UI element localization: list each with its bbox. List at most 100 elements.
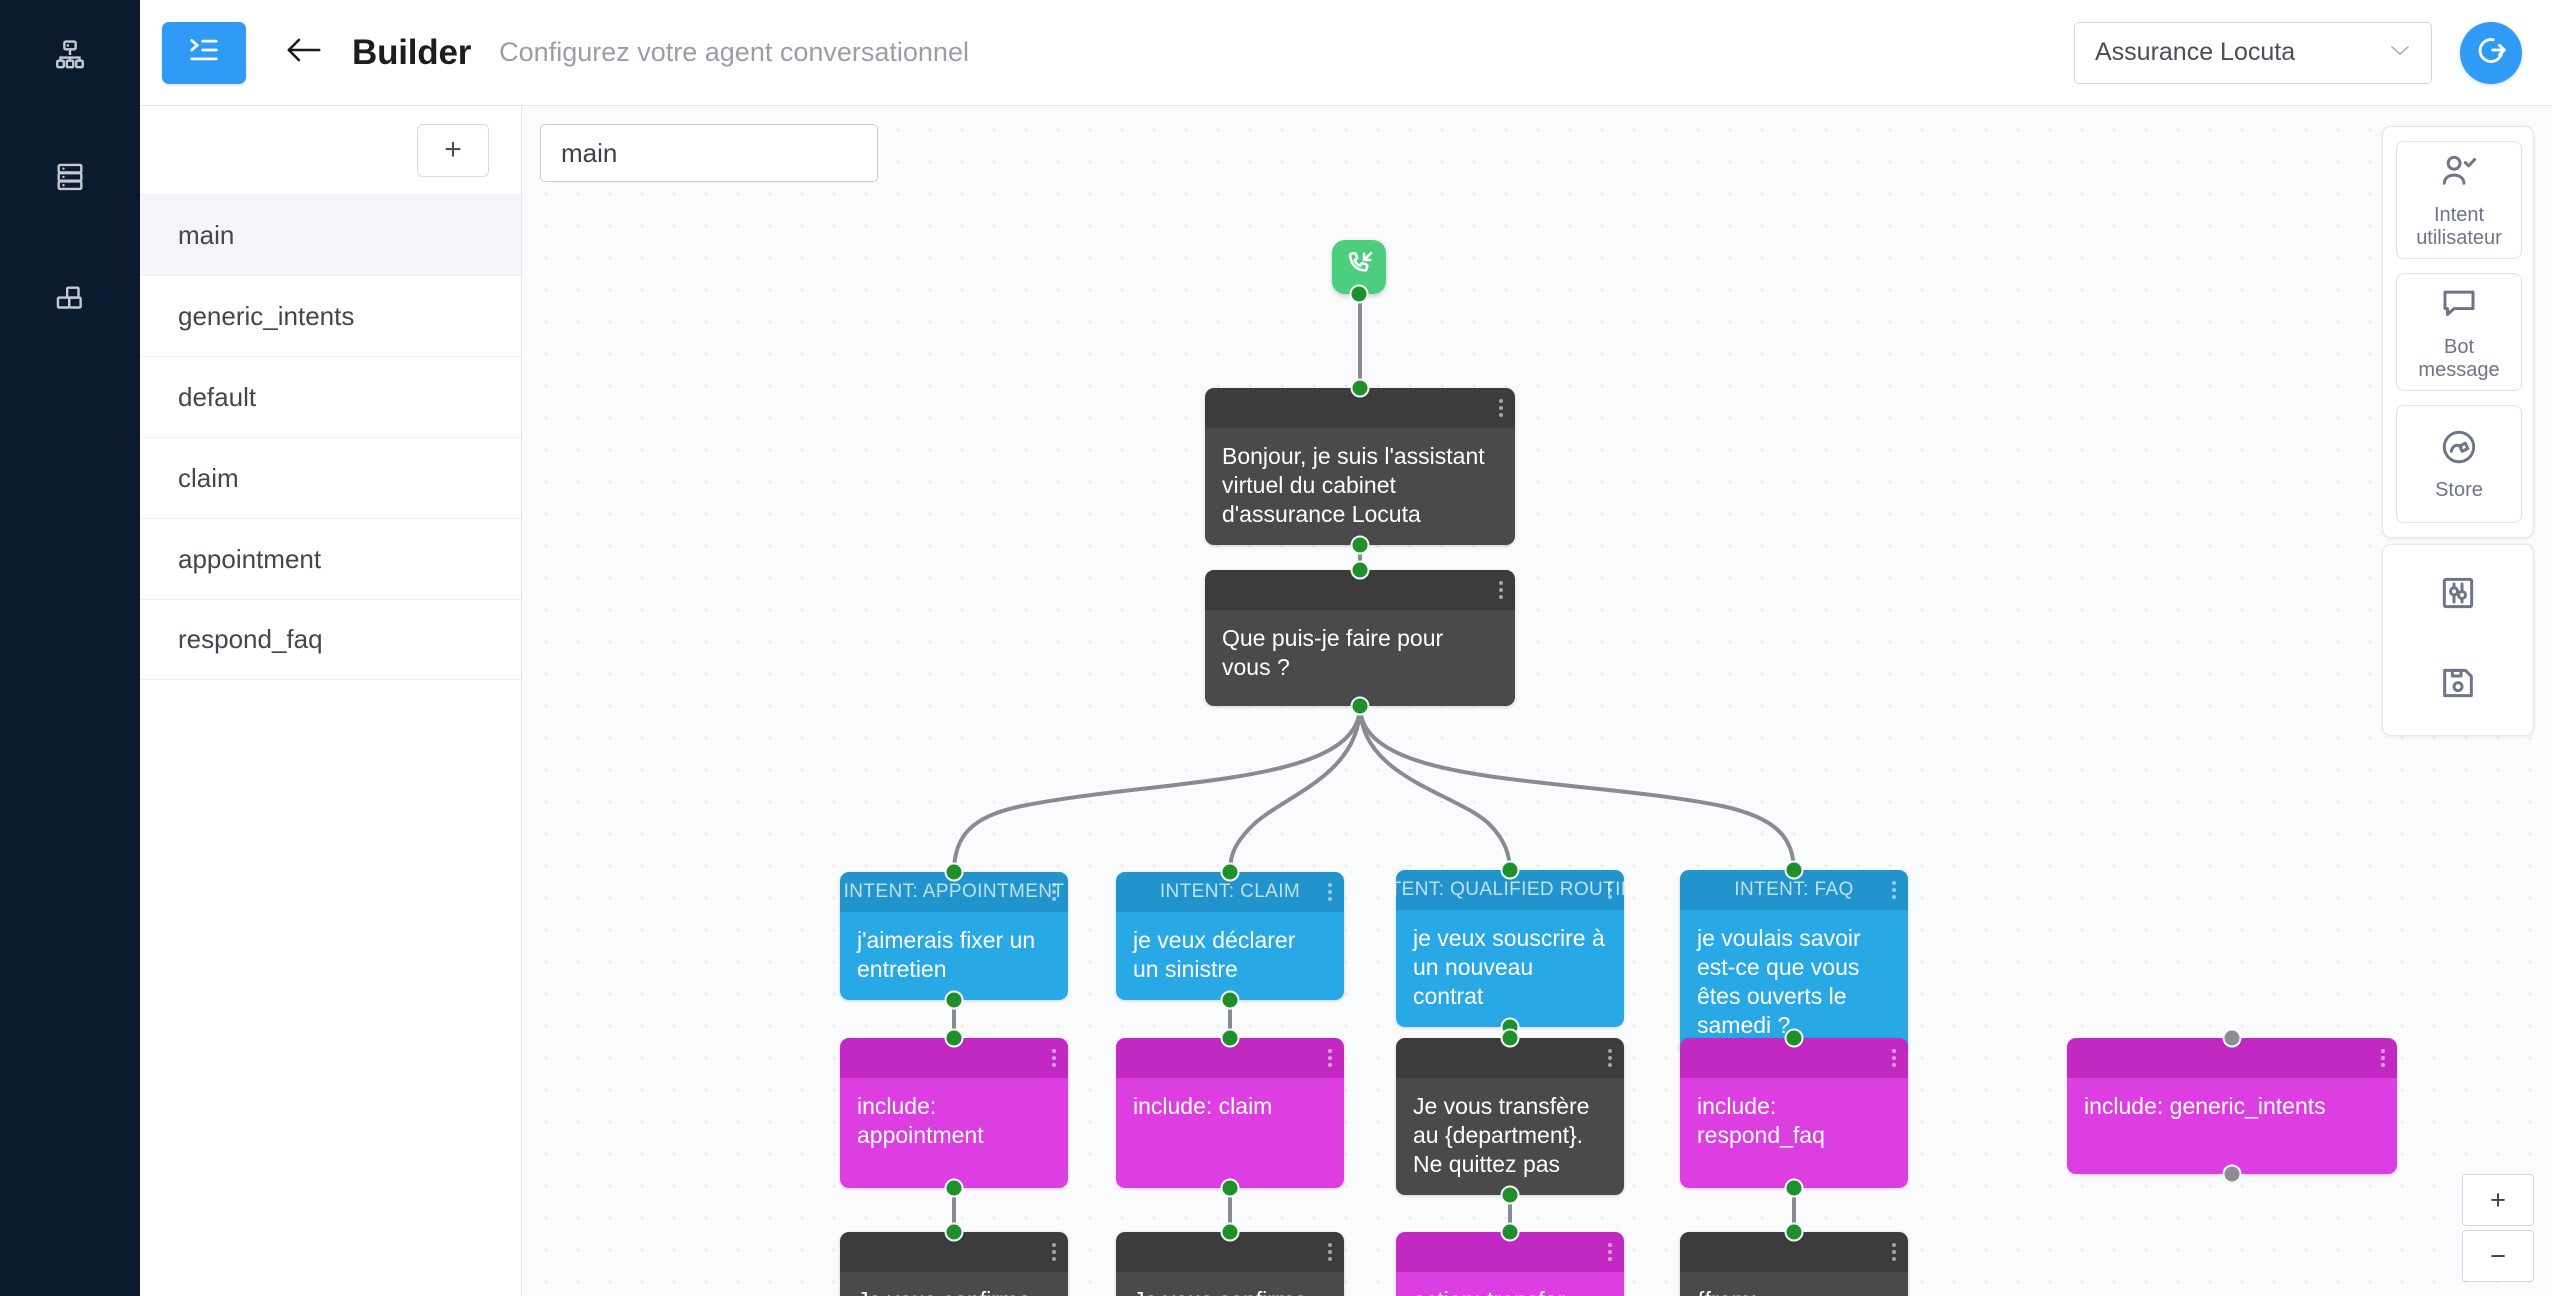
flow-node-inc_claim[interactable]: include: claim <box>1116 1028 1344 1198</box>
sliders-icon <box>2438 573 2478 618</box>
flow-node-greet[interactable]: Bonjour, je suis l'assistant virtuel du … <box>1205 378 1515 555</box>
logout-button[interactable] <box>2460 21 2522 84</box>
flow-list-item[interactable]: main <box>140 194 521 275</box>
node-output-handle[interactable] <box>944 990 964 1010</box>
node-output-handle[interactable] <box>1500 1185 1520 1205</box>
palette-item-store[interactable]: Store <box>2396 405 2522 523</box>
flow-node-body: include: generic_intents <box>2067 1078 2397 1174</box>
node-menu-icon[interactable] <box>1328 1049 1332 1067</box>
node-input-handle[interactable] <box>1784 1222 1804 1242</box>
flow-list-item[interactable]: appointment <box>140 518 521 599</box>
settings-button[interactable] <box>2426 563 2490 627</box>
node-menu-icon[interactable] <box>1499 399 1503 417</box>
palette-item-intent-utilisateur[interactable]: Intent utilisateur <box>2396 141 2522 259</box>
node-input-handle[interactable] <box>1500 1028 1520 1048</box>
palette-item-label: Bot message <box>2418 335 2500 381</box>
agent-select[interactable]: Assurance Locuta <box>2074 21 2432 84</box>
node-output-handle[interactable] <box>944 1178 964 1198</box>
node-input-handle[interactable] <box>1220 1028 1240 1048</box>
node-output-handle[interactable] <box>1220 1178 1240 1198</box>
node-menu-icon[interactable] <box>1608 881 1612 899</box>
node-output-handle[interactable] <box>1350 696 1370 716</box>
node-menu-icon[interactable] <box>1328 883 1332 901</box>
zoom-out-button[interactable]: − <box>2462 1230 2534 1282</box>
flow-node-body: include: respond_faq <box>1680 1078 1908 1188</box>
flow-node-conf_appt[interactable]: Je vous confirme que votre rendez-vous e… <box>840 1222 1068 1296</box>
rail-item-data[interactable] <box>33 140 107 214</box>
node-menu-icon[interactable] <box>2381 1049 2385 1067</box>
node-output-handle[interactable] <box>1784 1178 1804 1198</box>
node-input-handle[interactable] <box>944 1028 964 1048</box>
node-menu-icon[interactable] <box>1892 1243 1896 1261</box>
logout-icon <box>2473 32 2509 73</box>
flow-name-input[interactable]: main <box>540 124 878 182</box>
node-menu-icon[interactable] <box>1608 1049 1612 1067</box>
node-output-handle[interactable] <box>2222 1164 2242 1184</box>
node-menu-icon[interactable] <box>1608 1243 1612 1261</box>
flow-node-inc_gen[interactable]: include: generic_intents <box>2067 1028 2397 1184</box>
flow-node-transfer_m[interactable]: Je vous transfère au {department}. Ne qu… <box>1396 1028 1624 1205</box>
palette-item-bot-message[interactable]: Bot message <box>2396 273 2522 391</box>
sidebar-toggle-button[interactable] <box>162 21 246 84</box>
node-menu-icon[interactable] <box>1052 883 1056 901</box>
flow-list-item[interactable]: claim <box>140 437 521 518</box>
node-palette: Intent utilisateur Bot message <box>2382 126 2534 538</box>
node-menu-icon[interactable] <box>1052 1243 1056 1261</box>
add-flow-button[interactable]: + <box>417 123 489 177</box>
flow-list-item[interactable]: default <box>140 356 521 437</box>
node-input-handle[interactable] <box>1220 1222 1240 1242</box>
node-input-handle[interactable] <box>1784 1028 1804 1048</box>
store-icon <box>2438 426 2480 473</box>
flow-node-header-title: INTENT: FAQ <box>1734 879 1854 900</box>
node-output-handle[interactable] <box>1350 535 1370 555</box>
flow-list-item[interactable]: respond_faq <box>140 599 521 680</box>
node-input-handle[interactable] <box>1350 378 1370 398</box>
flow-list-item[interactable]: generic_intents <box>140 275 521 356</box>
app-header: Builder Configurez votre agent conversat… <box>140 0 2552 106</box>
node-input-handle[interactable] <box>1784 860 1804 880</box>
start-node-output-handle[interactable] <box>1349 284 1369 304</box>
node-menu-icon[interactable] <box>1892 1049 1896 1067</box>
node-input-handle[interactable] <box>944 862 964 882</box>
flow-node-conf_claim[interactable]: Je vous confirme que votre déclaration e… <box>1116 1222 1344 1296</box>
flow-node-inc_appt[interactable]: include: appointment <box>840 1028 1068 1198</box>
node-input-handle[interactable] <box>944 1222 964 1242</box>
back-button[interactable] <box>282 31 326 75</box>
app-body: Builder Configurez votre agent conversat… <box>140 0 2552 1296</box>
rail-item-modules[interactable] <box>33 262 107 336</box>
flow-node-body: include: claim <box>1116 1078 1344 1188</box>
arrow-left-icon <box>285 35 323 70</box>
node-menu-icon[interactable] <box>1052 1049 1056 1067</box>
node-menu-icon[interactable] <box>1328 1243 1332 1261</box>
flow-node-body: je veux souscrire à un nouveau contrat <box>1396 910 1624 1027</box>
flow-node-body: Je vous transfère au {department}. Ne qu… <box>1396 1078 1624 1195</box>
flow-node-header-title: INTENT: QUALIFIED ROUTING <box>1369 879 1651 900</box>
node-menu-icon[interactable] <box>1499 581 1503 599</box>
flow-node-inc_faq[interactable]: include: respond_faq <box>1680 1028 1908 1198</box>
flow-node-i_route[interactable]: INTENT: QUALIFIED ROUTING je veux souscri… <box>1370 860 1650 1037</box>
flow-node-header-title: INTENT: CLAIM <box>1159 881 1301 902</box>
node-output-handle[interactable] <box>1220 990 1240 1010</box>
save-icon <box>2438 663 2478 708</box>
rail-item-flows[interactable] <box>33 18 107 92</box>
chevron-down-icon <box>2387 42 2413 63</box>
flow-node-act_xfer[interactable]: action: transfer <box>1396 1222 1624 1296</box>
node-input-handle[interactable] <box>1500 1222 1520 1242</box>
node-input-handle[interactable] <box>1350 560 1370 580</box>
node-input-handle[interactable] <box>1220 862 1240 882</box>
node-input-handle[interactable] <box>1500 860 1520 880</box>
flow-canvas[interactable]: main <box>522 106 2552 1296</box>
start-node[interactable] <box>1332 240 1386 304</box>
flow-node-body: Je vous confirme que votre déclaration e… <box>1116 1272 1344 1296</box>
zoom-in-button[interactable]: + <box>2462 1174 2534 1226</box>
blocks-icon <box>53 282 87 316</box>
node-menu-icon[interactable] <box>1892 881 1896 899</box>
flow-node-ask[interactable]: Que puis-je faire pour vous ? <box>1205 560 1515 716</box>
save-button[interactable] <box>2426 653 2490 717</box>
flow-node-kb[interactable]: {from: knowledge_base} <box>1680 1222 1908 1296</box>
node-input-handle[interactable] <box>2222 1028 2242 1048</box>
